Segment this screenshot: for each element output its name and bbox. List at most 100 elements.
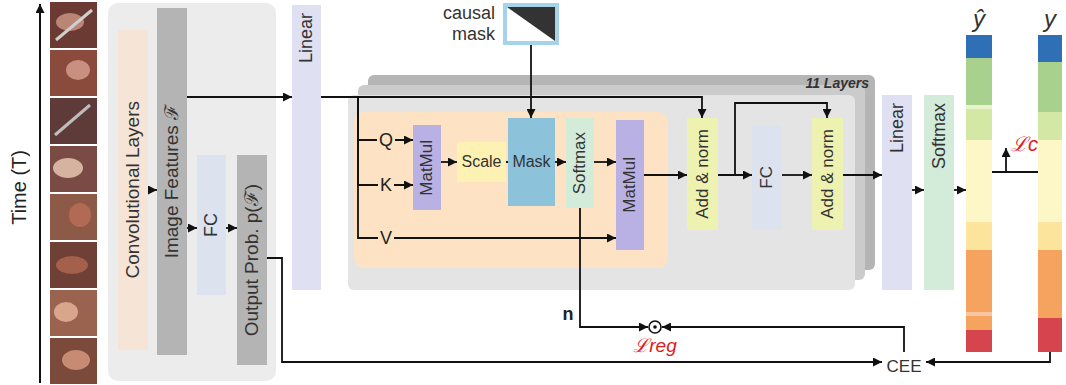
box-label: Add & norm [818, 129, 838, 219]
phase-segment [966, 105, 992, 109]
mask-triangle [507, 7, 555, 41]
connector [226, 227, 237, 229]
connector-label: V [378, 228, 394, 249]
phase-segment [966, 109, 992, 140]
causal-mask-icon: causal mask [503, 3, 559, 45]
video-frames [50, 2, 97, 384]
video-frame [50, 50, 97, 96]
connector-label: n [561, 304, 576, 325]
box-label: Softmax [929, 103, 950, 169]
odot-symbol [648, 320, 662, 334]
add-norm-box: Add & norm [687, 118, 718, 230]
video-frame [50, 194, 97, 240]
box-label: ŷ [973, 5, 985, 33]
matmul-box: MatMul [413, 125, 441, 210]
feature-box: Image Features ℱ [157, 8, 187, 355]
tissue [53, 158, 83, 178]
connector [662, 327, 904, 352]
phase-segment [966, 250, 992, 312]
label-bar: y [1038, 35, 1062, 352]
box-label: Linear [887, 103, 908, 153]
phase-segment [1038, 250, 1062, 318]
connector [782, 174, 812, 176]
instrument [55, 105, 90, 135]
prediction-bar: ŷ [966, 35, 992, 352]
matmul-box: MatMul [616, 120, 644, 250]
box-label: CEE [887, 357, 922, 377]
box-label: Convolutional Layers [122, 101, 144, 278]
phase-segment [1038, 318, 1062, 352]
box-label: causal mask [415, 3, 495, 44]
box-label: y [1044, 5, 1056, 33]
time-arrow [39, 4, 41, 383]
product-operator: ℒreg [648, 320, 662, 334]
odot-ring [649, 321, 661, 333]
mask-frame [505, 5, 557, 43]
phase-bar [966, 35, 992, 352]
box-label: MatMul [417, 140, 437, 196]
connector [321, 97, 413, 140]
connector [187, 96, 292, 98]
conv-layers-box: Convolutional Layers [118, 30, 148, 350]
phase-segment [1038, 62, 1062, 112]
video-frame [50, 2, 97, 48]
probability-box: Output Prob. p(ℱ) [237, 155, 267, 365]
connector [644, 174, 687, 176]
softmax-box: Softmax [924, 95, 954, 290]
phase-segment [966, 140, 992, 222]
softmax-box: Softmax [566, 118, 594, 208]
tissue [62, 350, 90, 370]
box-label: Softmax [570, 132, 590, 194]
connector [555, 161, 566, 163]
linear-box: Linear [292, 5, 321, 290]
box-label: FC [201, 213, 222, 237]
cnn-panel [108, 3, 276, 381]
instrument [56, 10, 92, 40]
box-label: 11 Layers [805, 75, 869, 91]
connector [441, 161, 457, 163]
phase-segment [1038, 35, 1062, 62]
fc-box: FC [197, 155, 226, 295]
box-label: ℒreg [633, 335, 676, 357]
video-frame [50, 338, 97, 384]
box-label: Image Features ℱ [161, 104, 183, 258]
video-frame [50, 146, 97, 192]
connector [267, 258, 882, 362]
phase-segment [966, 312, 992, 316]
connector [912, 189, 924, 191]
phase-segment [1038, 140, 1062, 222]
connector-label: K [378, 175, 394, 196]
connector [954, 189, 966, 191]
connector [926, 352, 1050, 362]
phase-segment [966, 316, 992, 330]
connector [992, 171, 1038, 173]
phase-segment [966, 330, 992, 352]
loss-arrow [1005, 148, 1007, 172]
attention-region [354, 112, 668, 268]
box-label: Linear [296, 13, 317, 63]
box-label: MatMul [620, 157, 640, 213]
fc-box: FC [752, 125, 782, 230]
odot-dot [653, 325, 657, 329]
connector [321, 97, 702, 118]
box-label: Scale [461, 153, 501, 171]
connector [530, 45, 532, 118]
box-label: Mask [512, 153, 550, 171]
phase-segment [1038, 222, 1062, 250]
video-frame [50, 290, 97, 336]
phase-bar [1038, 35, 1062, 352]
axis-label: Time (T) [8, 150, 31, 225]
phase-segment [1038, 112, 1062, 140]
mask-matrix [503, 3, 559, 45]
loss-function: CEE [882, 352, 926, 382]
phase-segment [966, 35, 992, 58]
linear-box: Linear [882, 95, 912, 290]
connector [594, 161, 616, 163]
phase-segment [966, 58, 992, 105]
layer-panel [348, 95, 855, 290]
loss-label: ℒc [1011, 133, 1038, 156]
video-frame [50, 242, 97, 288]
connector [187, 227, 197, 229]
connector-label: Q [377, 130, 395, 151]
